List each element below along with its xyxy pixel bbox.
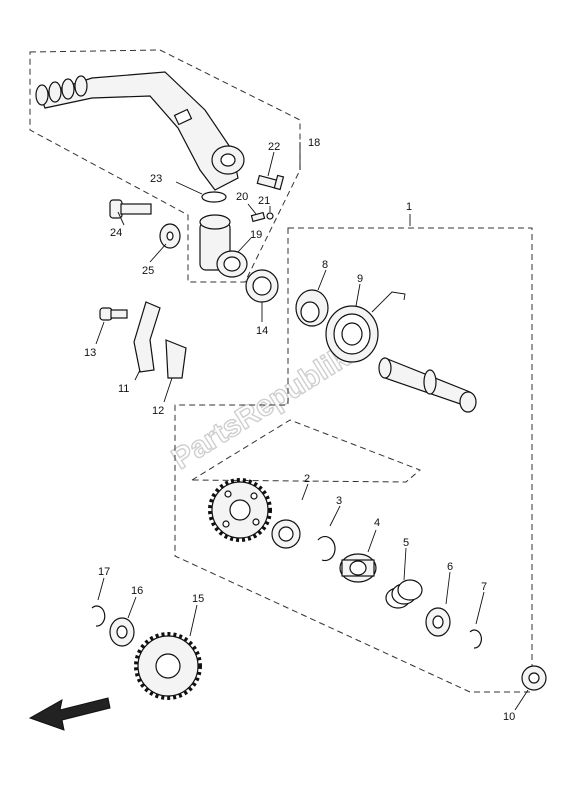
spring-washer bbox=[425, 607, 451, 637]
spring-guide bbox=[295, 289, 329, 327]
kick-lever-grip bbox=[35, 75, 88, 106]
callout-25: 25 bbox=[142, 265, 154, 277]
callout-16: 16 bbox=[131, 585, 143, 597]
callout-22: 22 bbox=[268, 141, 280, 153]
idle-gear bbox=[134, 632, 202, 700]
guide-plate bbox=[165, 339, 187, 379]
callout-21: 21 bbox=[258, 195, 270, 207]
callout-8: 8 bbox=[322, 259, 328, 271]
stopper-bolt bbox=[99, 307, 128, 321]
small-pin bbox=[266, 212, 274, 220]
callout-7: 7 bbox=[481, 581, 487, 593]
watermark: PartsRepublik bbox=[166, 341, 355, 476]
callout-19: 19 bbox=[250, 229, 262, 241]
callout-18: 18 bbox=[308, 137, 320, 149]
oil-seal bbox=[245, 269, 279, 303]
callout-17: 17 bbox=[98, 566, 110, 578]
lever-o-ring bbox=[201, 191, 227, 203]
callout-4: 4 bbox=[374, 517, 380, 529]
kick-lever-group-outline bbox=[29, 49, 301, 283]
leader-lines bbox=[95, 142, 529, 711]
callout-13: 13 bbox=[84, 347, 96, 359]
callout-11: 11 bbox=[118, 383, 129, 395]
gear-washer bbox=[271, 519, 301, 549]
circlip-3 bbox=[317, 535, 336, 562]
ratchet-wheel bbox=[339, 553, 377, 583]
circlip-7 bbox=[469, 629, 482, 649]
circlip-17 bbox=[91, 605, 106, 627]
lever-bolt bbox=[256, 174, 285, 191]
front-direction-arrow-icon bbox=[28, 697, 111, 731]
kick-lever bbox=[35, 71, 245, 191]
callout-10: 10 bbox=[503, 711, 515, 723]
callout-5: 5 bbox=[403, 537, 409, 549]
gear-subassembly-outline bbox=[190, 419, 421, 483]
kick-boss bbox=[199, 214, 248, 278]
callout-9: 9 bbox=[357, 273, 363, 285]
callout-24: 24 bbox=[110, 227, 122, 239]
shim-washer bbox=[521, 665, 547, 691]
callout-20: 20 bbox=[236, 191, 248, 203]
spring-pin bbox=[250, 211, 266, 223]
callout-12: 12 bbox=[152, 405, 164, 417]
plain-washer bbox=[159, 223, 181, 249]
kick-shaft-assembly-outline bbox=[174, 227, 533, 693]
kick-gear bbox=[208, 478, 272, 542]
mounting-bolt bbox=[109, 199, 152, 219]
callout-1: 1 bbox=[406, 201, 412, 213]
callout-15: 15 bbox=[192, 593, 204, 605]
torsion-spring bbox=[325, 291, 406, 363]
callout-2: 2 bbox=[304, 473, 310, 485]
idle-gear-washer bbox=[109, 617, 135, 647]
callout-14: 14 bbox=[256, 325, 268, 337]
compression-spring bbox=[385, 579, 423, 609]
kick-axle-shaft bbox=[378, 357, 477, 413]
stopper-plate bbox=[133, 301, 161, 373]
callout-labels: 1 2 3 4 5 6 7 8 9 10 11 12 13 14 15 16 1… bbox=[84, 137, 515, 723]
callout-6: 6 bbox=[447, 561, 453, 573]
callout-3: 3 bbox=[336, 495, 342, 507]
callout-23: 23 bbox=[150, 173, 162, 185]
